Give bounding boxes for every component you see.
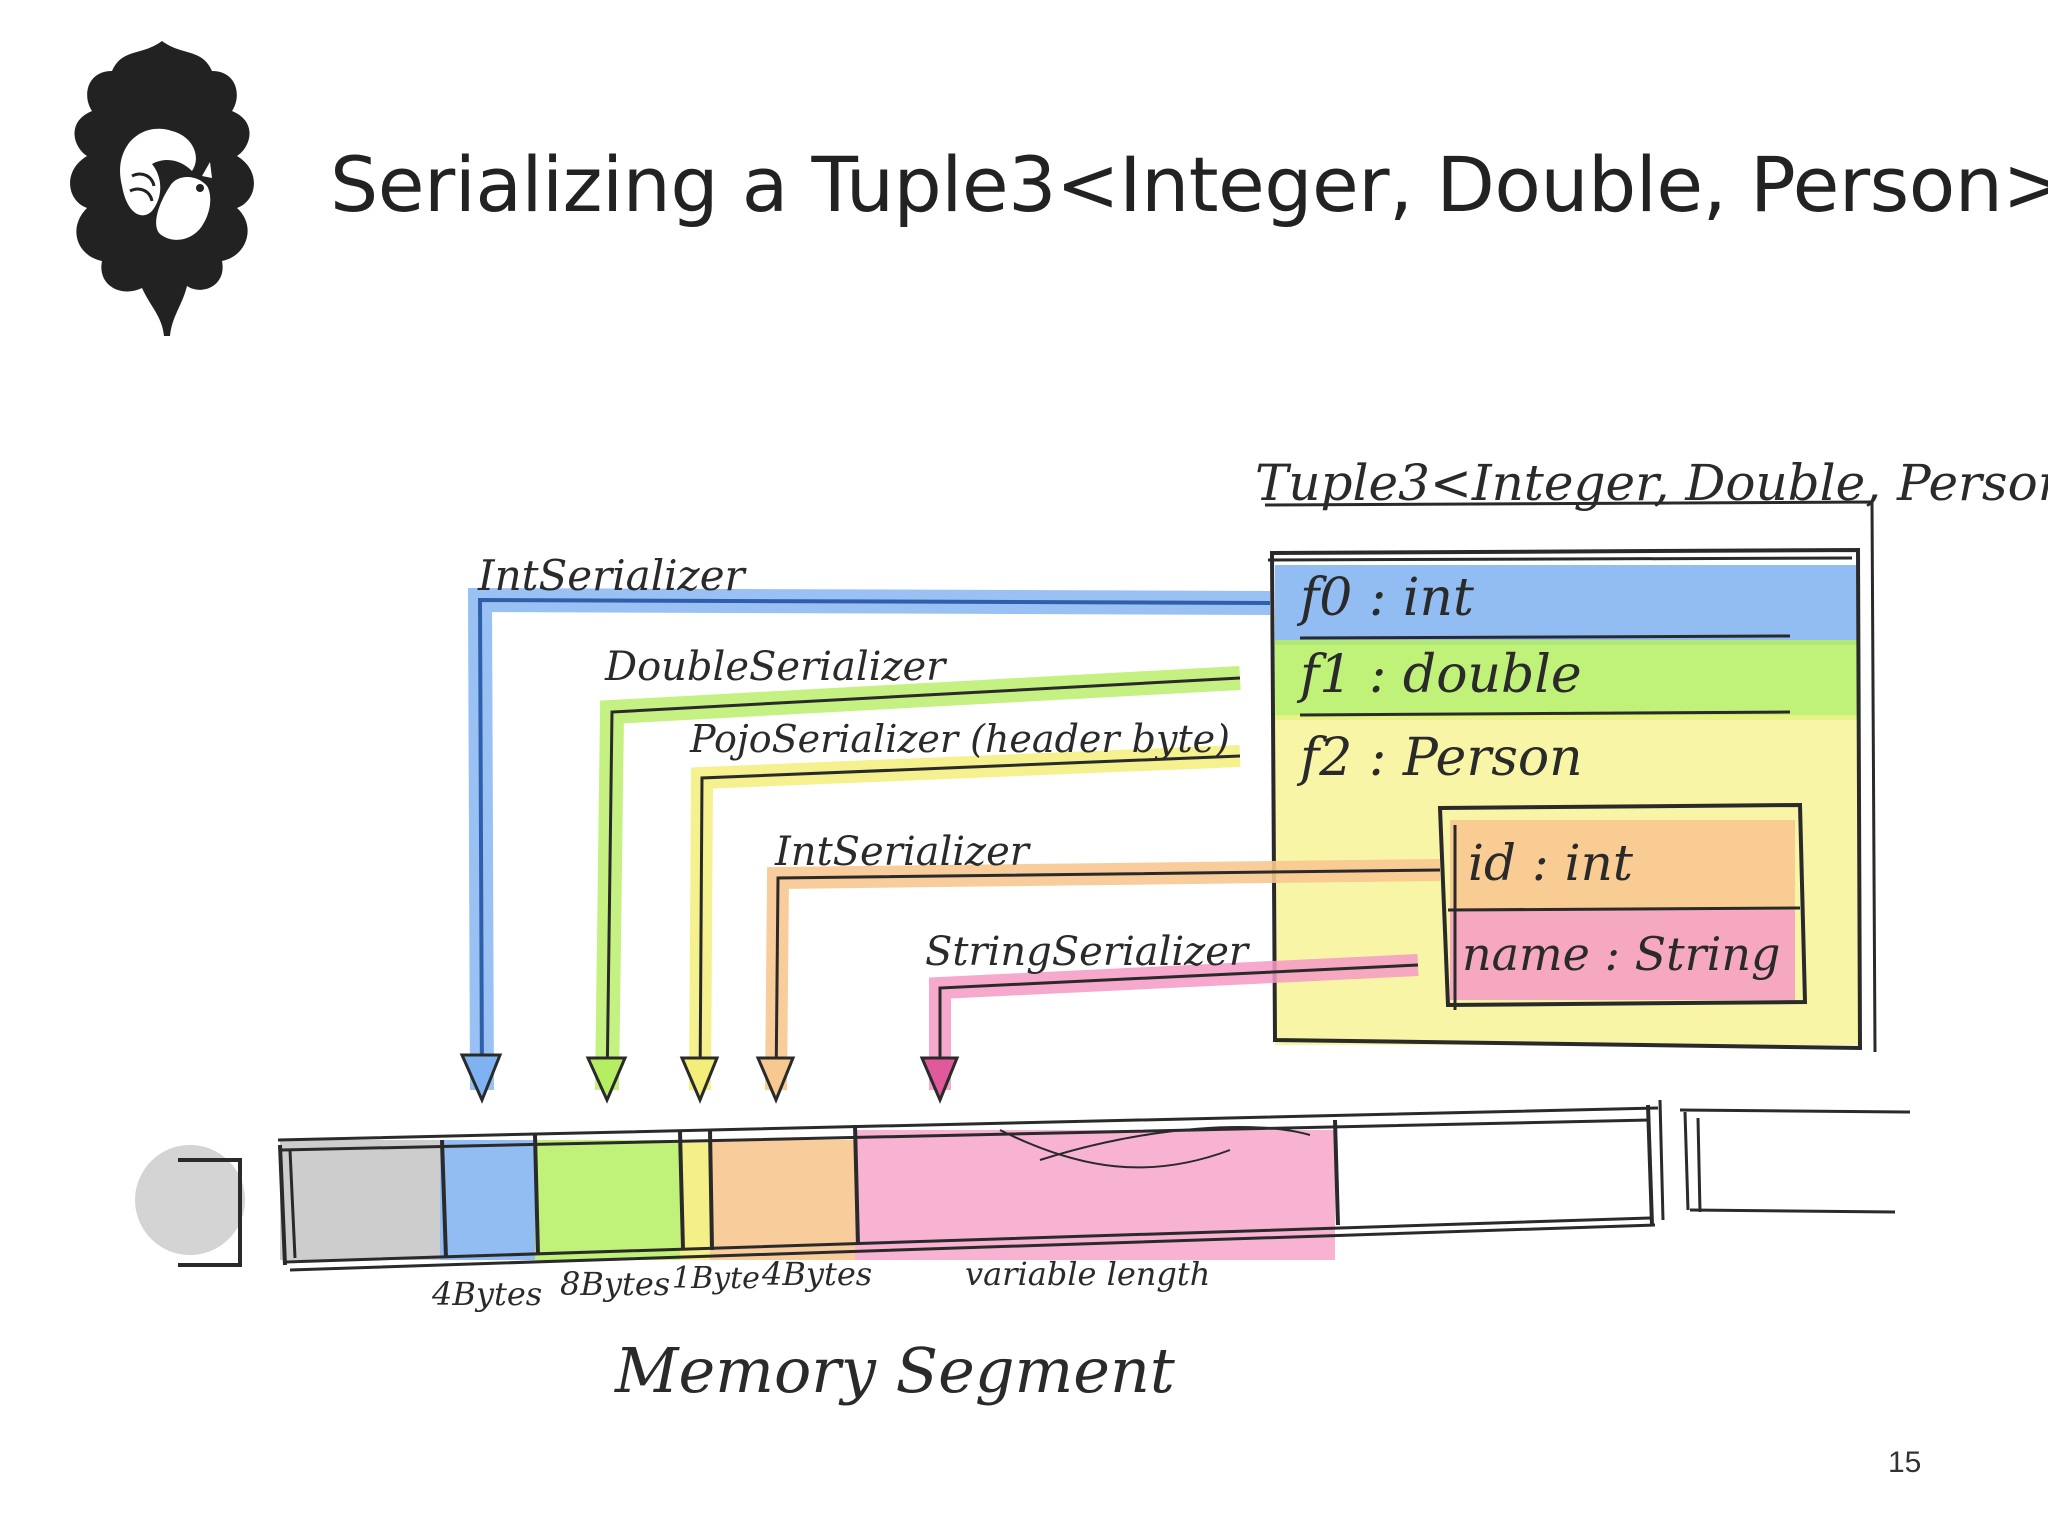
label-string-serializer: StringSerializer xyxy=(925,929,1251,975)
label-double-serializer: DoubleSerializer xyxy=(604,644,948,690)
page-number: 15 xyxy=(1888,1446,1922,1479)
memory-segment xyxy=(135,1099,1911,1272)
segment-header xyxy=(680,1140,710,1260)
tuple-type-label: Tuple3<Integer, Double, Person> xyxy=(1255,454,2048,512)
label-int-serializer: IntSerializer xyxy=(477,551,748,600)
field-band-f1 xyxy=(1275,640,1860,720)
int-serializer-arrow xyxy=(459,587,1271,1104)
segment-gray xyxy=(280,1140,440,1260)
field-label-f0: f0 : int xyxy=(1296,568,1474,628)
memory-segment-label: Memory Segment xyxy=(614,1334,1175,1407)
int-id-serializer-arrow xyxy=(755,859,1441,1104)
string-serializer-arrow xyxy=(919,954,1419,1104)
label-int-id-serializer: IntSerializer xyxy=(774,829,1032,875)
double-serializer-arrow xyxy=(585,666,1241,1104)
squirrel-oak-leaf-logo xyxy=(52,36,272,341)
label-header-bytes: 1Byte xyxy=(672,1261,760,1296)
segment-double xyxy=(535,1140,680,1260)
field-band-f0 xyxy=(1275,565,1860,645)
label-int-bytes: 4Bytes xyxy=(431,1275,542,1313)
person-band-id xyxy=(1450,820,1795,910)
person-field-name: name : String xyxy=(1462,927,1780,981)
person-field-id: id : int xyxy=(1468,834,1634,892)
label-id-bytes: 4Bytes xyxy=(761,1255,872,1293)
field-label-f2: f2 : Person xyxy=(1296,728,1583,788)
pojo-serializer-arrow xyxy=(679,745,1241,1104)
field-label-f1: f1 : double xyxy=(1296,645,1582,705)
segment-int xyxy=(440,1140,535,1260)
tuple-box xyxy=(1264,500,1877,1053)
person-band-name xyxy=(1450,910,1795,1000)
slide-title: Serializing a Tuple3<Integer, Double, Pe… xyxy=(330,140,2048,229)
label-pojo-serializer: PojoSerializer (header byte) xyxy=(689,717,1230,761)
label-string-bytes: variable length xyxy=(965,1255,1210,1293)
segment-id xyxy=(710,1140,855,1260)
label-double-bytes: 8Bytes xyxy=(560,1265,670,1303)
